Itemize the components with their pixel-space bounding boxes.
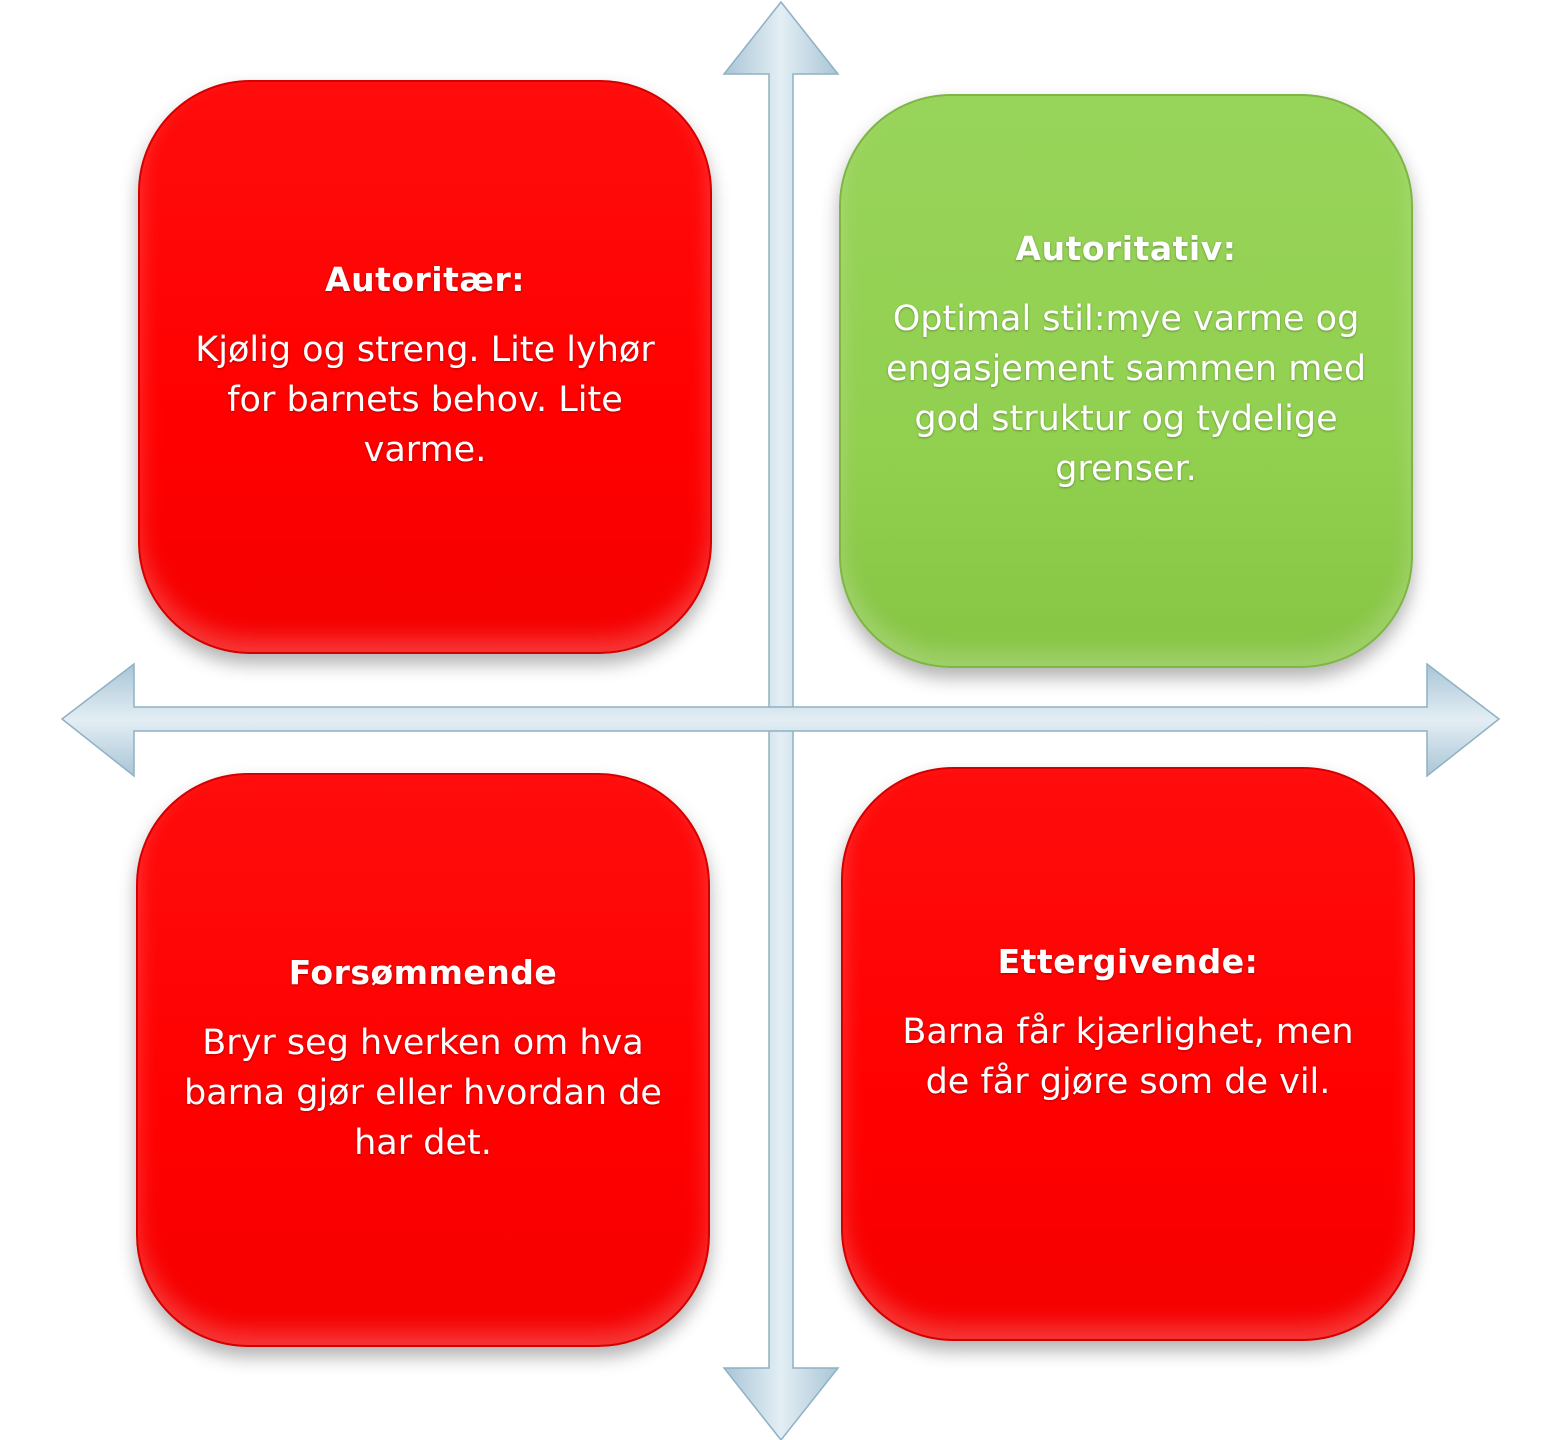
authoritarian-text: Kjølig og streng. Lite lyhør for barnets… [195, 329, 655, 470]
horizontal-axis-arrow [60, 662, 1501, 778]
permissive-text: Barna får kjærlighet, men de får gjøre s… [902, 1011, 1354, 1102]
neglectful-title: Forsømmende [288, 952, 558, 992]
permissive-title: Ettergivende: [997, 941, 1259, 981]
authoritarian-title: Autoritær: [325, 259, 525, 299]
authoritarian-card: Autoritær: Kjølig og streng. Lite lyhør … [138, 80, 712, 654]
authoritative-text: Optimal stil:mye varme og engasjement sa… [885, 298, 1367, 489]
neglectful-card: Forsømmende Bryr seg hverken om hva barn… [136, 773, 710, 1347]
authoritative-card: Autoritativ: Optimal stil:mye varme og e… [839, 94, 1413, 668]
neglectful-text: Bryr seg hverken om hva barna gjør eller… [184, 1022, 662, 1163]
authoritative-title: Autoritativ: [1015, 228, 1237, 268]
permissive-card: Ettergivende: Barna får kjærlighet, men … [841, 767, 1415, 1341]
